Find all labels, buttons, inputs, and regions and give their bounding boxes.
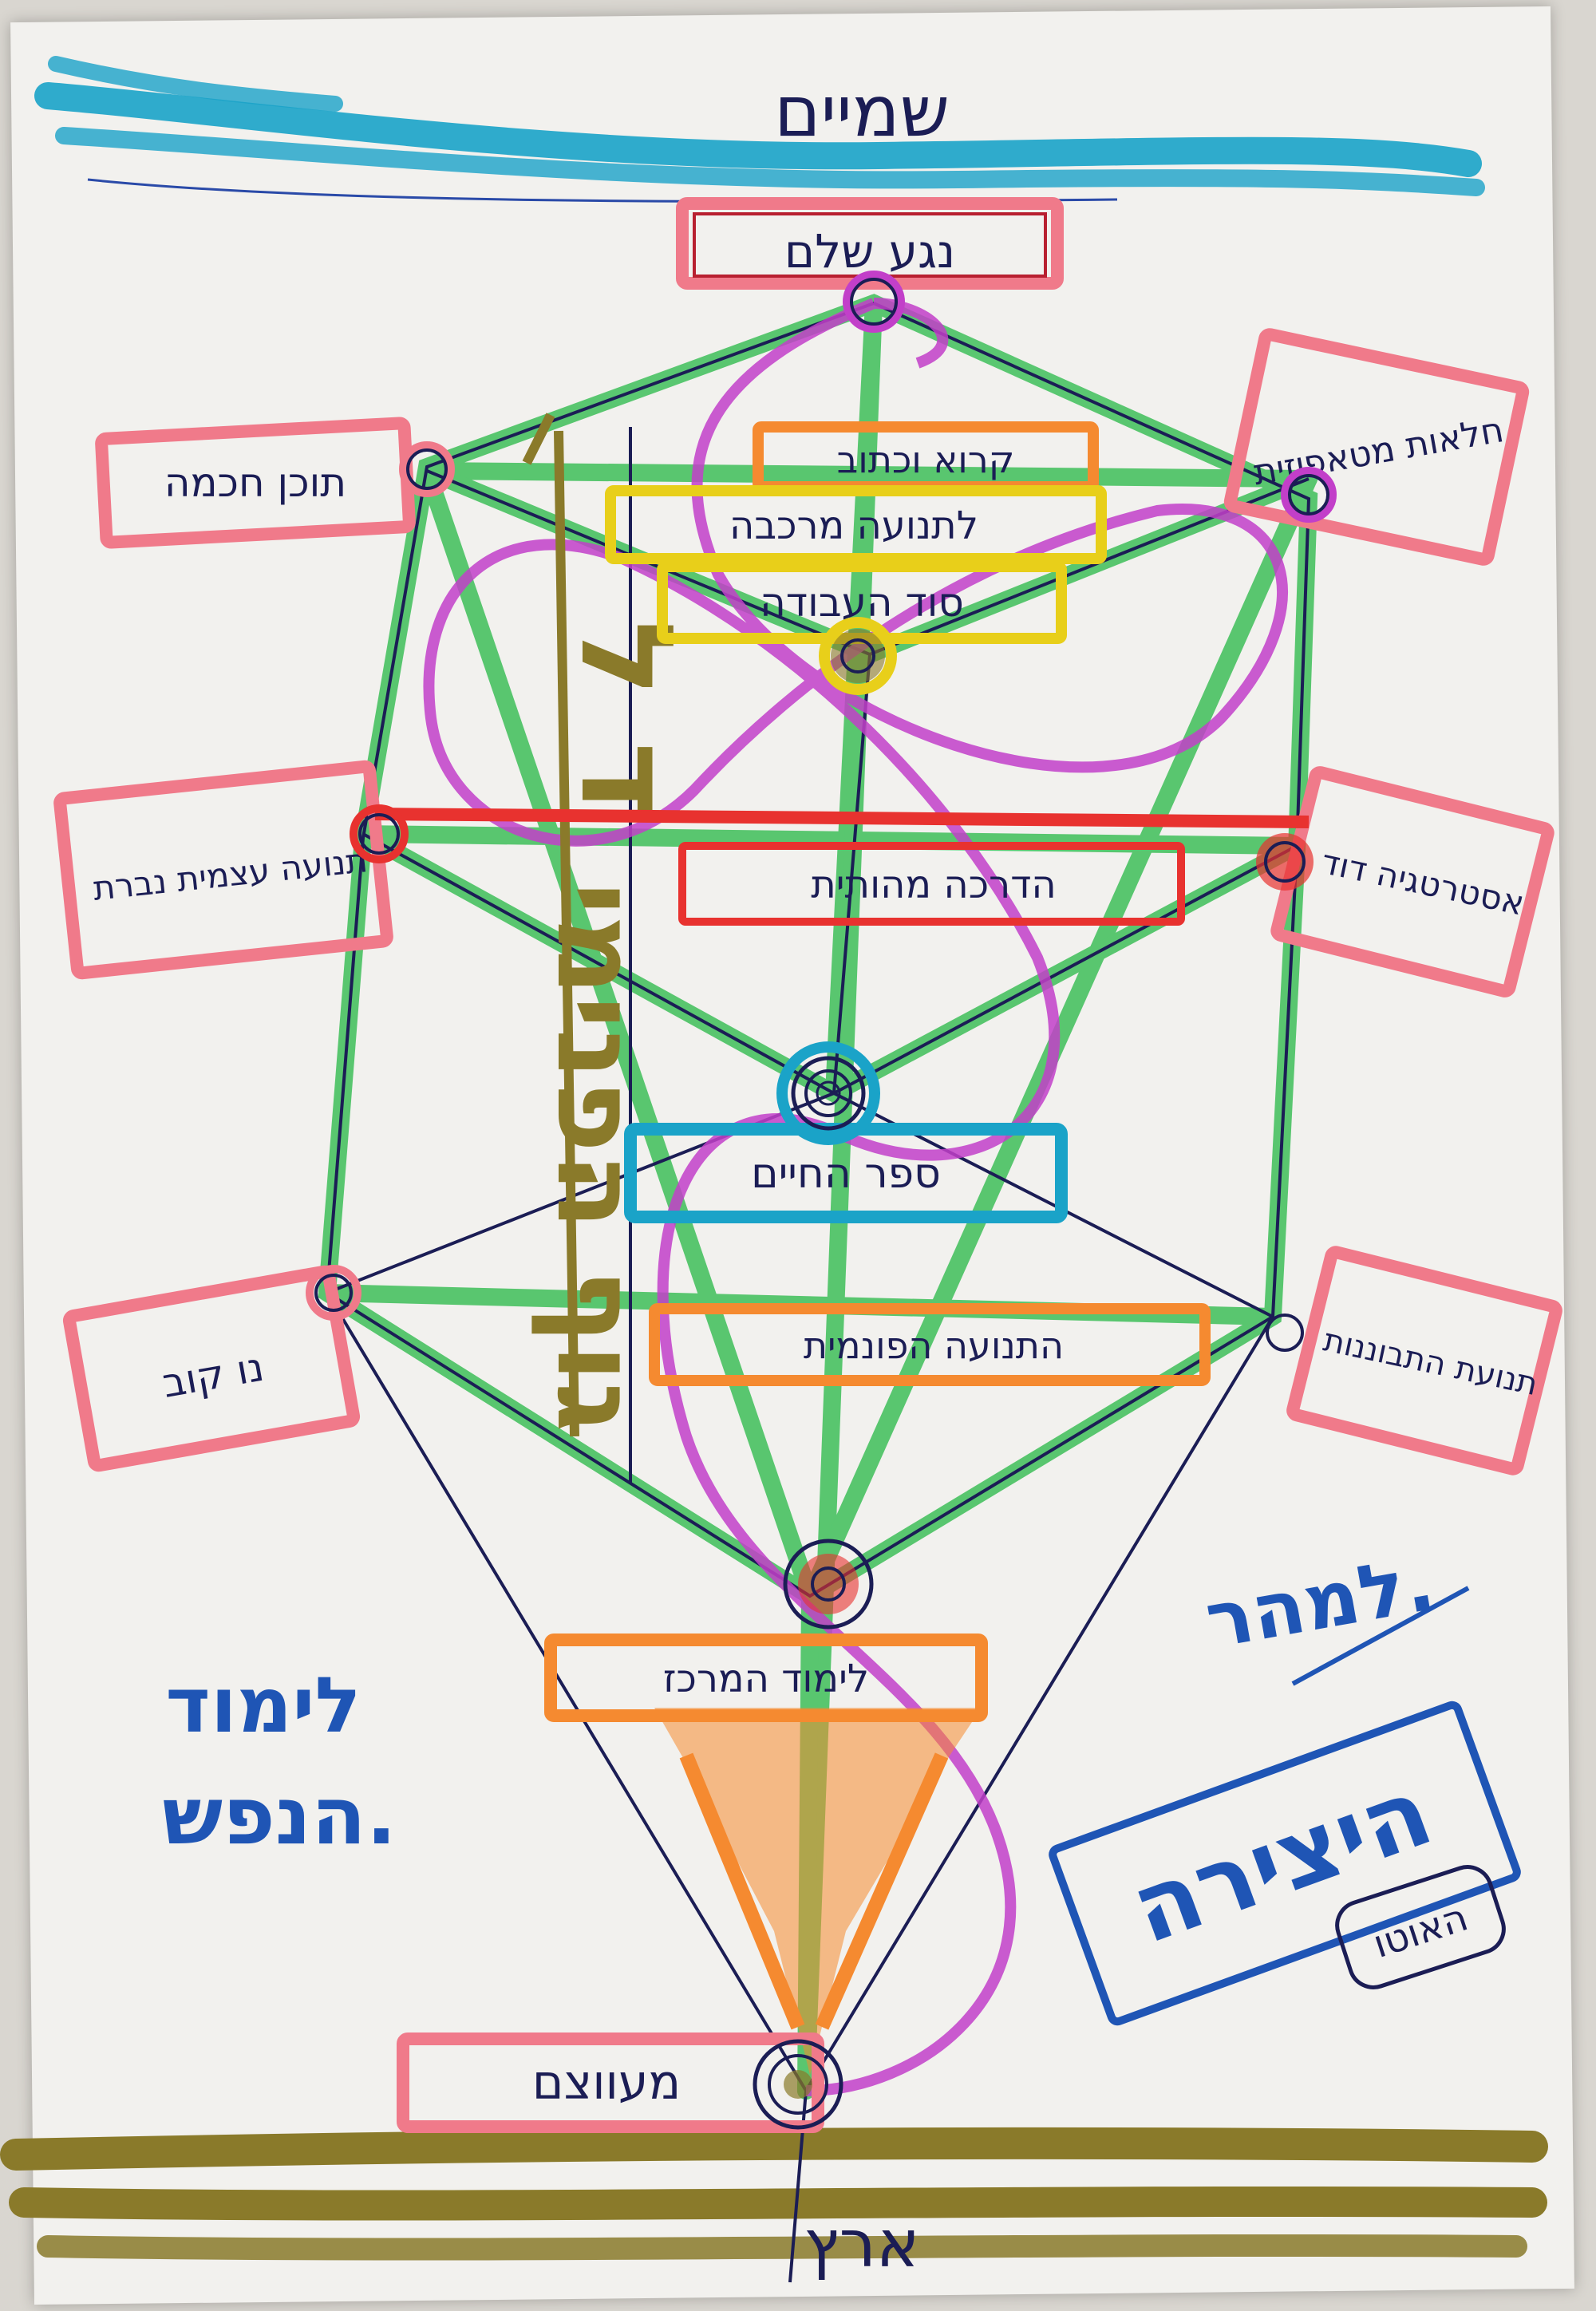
- big-letters: ד ל: [552, 620, 701, 817]
- node-lower-left-label: נו קוב: [159, 1344, 267, 1407]
- node-upper-right-box: [1223, 328, 1530, 566]
- node-bottom-box: [397, 2032, 824, 2133]
- yellow-label-1: לתנועה מרכבה: [729, 504, 978, 548]
- circle-center: [776, 1041, 880, 1145]
- node-upper-left-label: תוכן חכמה: [164, 460, 346, 506]
- left-note-line-2: הנפש.: [162, 1769, 397, 1863]
- circle-upper-left: [399, 441, 455, 497]
- sky-band: [34, 56, 1485, 203]
- circle-mid-right: [1256, 833, 1314, 891]
- right-small-label: האוטו: [1368, 1894, 1473, 1967]
- blue-box-1: [624, 1123, 1068, 1223]
- circle-upper-center: [819, 617, 897, 695]
- node-circles: [306, 271, 1337, 2130]
- orange-box-3: [544, 1634, 988, 1722]
- ground-label: ארץ: [804, 2206, 919, 2282]
- brown-vertical: [522, 413, 579, 1437]
- left-note: לימוד הנפש.: [162, 1661, 397, 1863]
- right-note: למהר. היצירה האוטו: [1049, 1538, 1521, 2026]
- orange-box-2: [649, 1303, 1211, 1386]
- sky-label: שמיים: [774, 70, 950, 152]
- circle-upper-right: [1281, 467, 1337, 523]
- circle-lower-right: [1266, 1314, 1304, 1352]
- orange-label-2: התנועה הפונמית: [804, 1324, 1064, 1367]
- red-box-1: [678, 842, 1185, 926]
- right-note-label: למהר.: [1199, 1538, 1441, 1665]
- circle-top: [843, 271, 905, 333]
- node-top-label: נגע שלם: [784, 224, 955, 279]
- node-bottom-label: מעווצם: [532, 2055, 681, 2111]
- circle-bottom: [753, 2039, 843, 2130]
- node-lower-right-box: [1286, 1246, 1562, 1475]
- circle-lower-center: [783, 1539, 874, 1630]
- blue-label-1: ספר החיים: [751, 1150, 941, 1198]
- left-note-line-1: לימוד: [165, 1661, 361, 1750]
- node-mid-left-label: תנועה עצמית נברת: [91, 840, 369, 908]
- orange-top-label: קרוא וכתוב: [837, 438, 1015, 481]
- circle-lower-left: [306, 1265, 361, 1321]
- right-box: [1049, 1701, 1521, 2026]
- node-lower-left-box: [62, 1265, 361, 1472]
- ground-band: [0, 2127, 1548, 2261]
- orange-label-3: לימוד המרכז: [663, 1657, 869, 1701]
- circle-mid-left: [350, 804, 409, 863]
- node-mid-right-label: אסטרטגיה דוד: [1318, 842, 1528, 923]
- orange-funnel: [654, 1708, 982, 2075]
- node-top-box: [676, 197, 1064, 290]
- magenta-loop: [423, 298, 1288, 2096]
- yellow-box-1: [605, 485, 1107, 564]
- node-lower-right-label: תנועת התבוננות: [1320, 1321, 1541, 1403]
- center-boxes: קרוא וכתוב לתנועה מרכבה סוד העבודה הדרכה…: [374, 421, 1310, 1722]
- right-small-box: [1335, 1865, 1506, 1989]
- red-label-1: הדרכה מהותית: [811, 863, 1057, 907]
- vertical-text: גוף הפנימי: [531, 882, 662, 1432]
